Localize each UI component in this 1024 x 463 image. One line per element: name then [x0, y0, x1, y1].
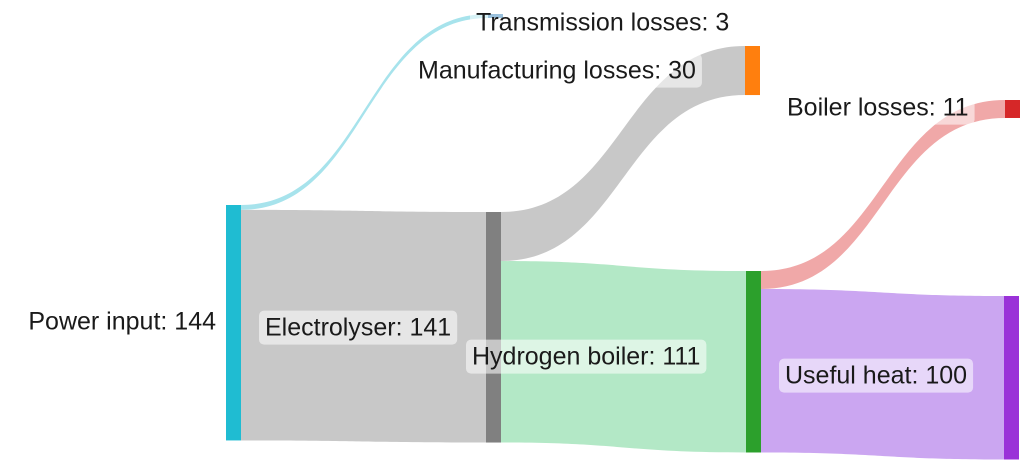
label-boiler: Hydrogen boiler: 111 — [472, 343, 700, 371]
sankey-nodes — [226, 14, 1020, 460]
label-bg-manufacturing — [412, 53, 702, 88]
node-manufacturing — [745, 46, 760, 96]
label-electrolyser: Electrolyser: 141 — [265, 314, 451, 342]
label-bg-boilerloss — [781, 90, 975, 125]
link-electrolyser-to-manufacturing — [501, 46, 745, 262]
link-power-to-transmission — [241, 14, 488, 210]
label-power: Power input: 144 — [28, 307, 216, 335]
label-manufacturing: Manufacturing losses: 30 — [418, 57, 696, 85]
node-electrolyser — [486, 212, 501, 443]
label-transmission: Transmission losses: 3 — [476, 9, 729, 37]
node-power — [226, 205, 241, 441]
label-useful: Useful heat: 100 — [785, 362, 967, 390]
sankey-labels: Power input: 144 Electrolyser: 141 Transmi… — [28, 5, 975, 393]
label-bg-boiler — [466, 339, 707, 374]
node-boilerloss — [1005, 100, 1020, 118]
label-bg-useful — [779, 358, 974, 393]
link-boiler-to-boilerloss — [761, 100, 1005, 289]
node-boiler — [746, 271, 761, 453]
label-boilerloss: Boiler losses: 11 — [787, 94, 969, 122]
label-bg-transmission — [470, 5, 736, 40]
label-bg-electrolyser — [259, 310, 458, 345]
node-useful — [1004, 296, 1019, 460]
